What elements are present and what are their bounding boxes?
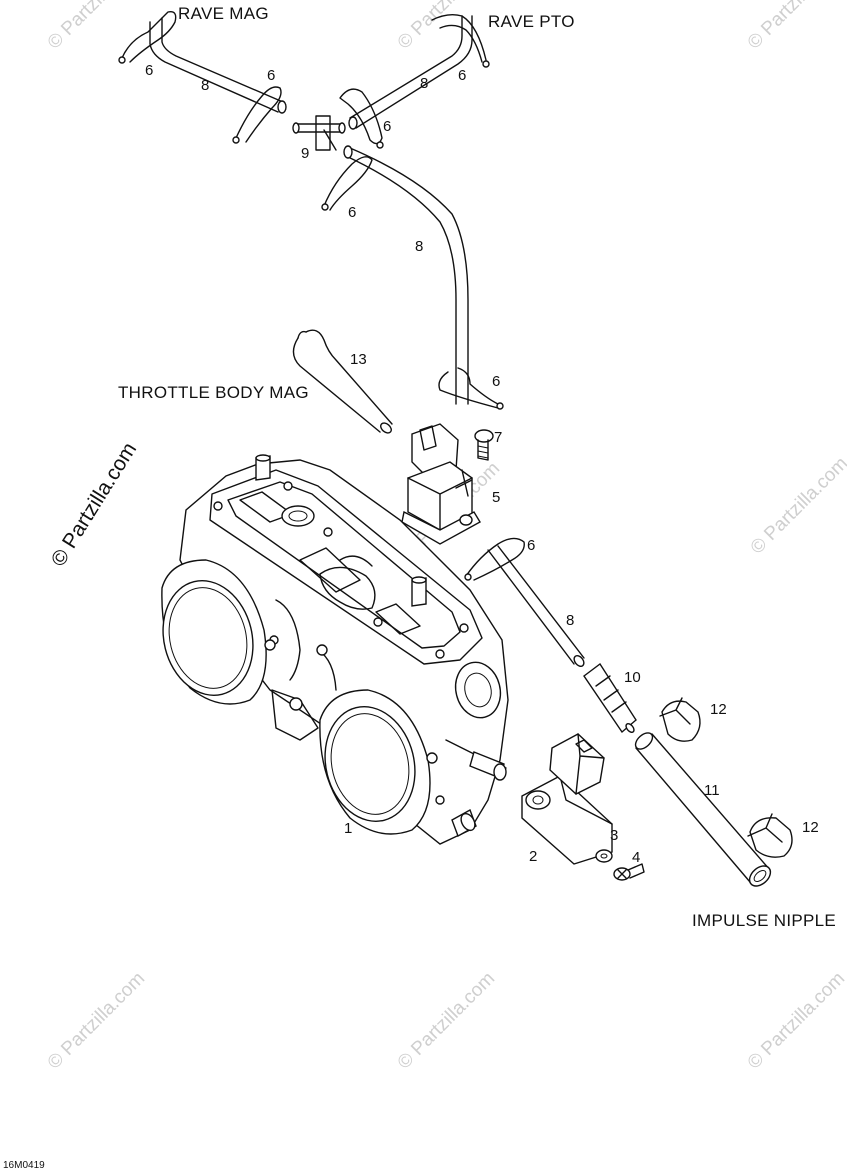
callout-number: 8 (201, 77, 209, 94)
hose-11 (634, 732, 772, 887)
washer (595, 849, 613, 863)
callout-number: 8 (566, 612, 574, 629)
hose-clamp-icon (431, 13, 487, 61)
callout-number: 6 (527, 537, 535, 554)
callout-number: 4 (632, 849, 640, 866)
callout-number: 6 (267, 67, 275, 84)
hose-end (343, 145, 353, 159)
clamp-tab-icon (118, 56, 126, 64)
solenoid-valve (401, 423, 481, 545)
callout-number: 8 (415, 238, 423, 255)
watermark: © Partzilla.com (44, 968, 149, 1073)
throttle-body (161, 454, 509, 845)
callout-number: 1 (344, 820, 352, 837)
callout-number: 6 (145, 62, 153, 79)
hose-clamp-icon (323, 156, 373, 211)
callout-number: 11 (704, 782, 720, 799)
callout-number: 12 (710, 701, 727, 718)
watermark: © Partzilla.com (394, 0, 499, 54)
rave-hose-assembly (118, 11, 504, 410)
labels: RAVE MAG RAVE PTO THROTTLE BODY MAG IMPU… (118, 4, 836, 930)
clamp-tab-icon (482, 60, 490, 68)
callout-number: 6 (348, 204, 356, 221)
tee-fitting-body (315, 115, 331, 151)
hose-impulse (464, 537, 585, 668)
watermark: © Partzilla.com (394, 968, 499, 1073)
restrictor-fitting (583, 662, 637, 734)
hose-throttle-body-mag (292, 329, 393, 434)
hose-clamp-icon (465, 537, 525, 581)
callout-number: 8 (420, 75, 428, 92)
hose-end (277, 100, 287, 114)
fitting-end (338, 122, 346, 134)
clamp-tab-icon (232, 136, 240, 144)
hose-end (380, 422, 392, 434)
clamp-tab-icon (376, 141, 384, 149)
callout-number: 6 (383, 118, 391, 135)
label-throttle-body-mag: THROTTLE BODY MAG (118, 383, 309, 402)
clamp-tab-icon (321, 203, 329, 211)
right-bore (324, 706, 416, 822)
watermark: © Partzilla.com (747, 453, 847, 558)
callout-number: 6 (458, 67, 466, 84)
hose-rave-mag-edge (161, 17, 284, 103)
callout-number: 9 (301, 145, 309, 162)
hose-rave-pto (349, 15, 463, 119)
callout-number: 12 (802, 819, 819, 836)
hose-clamp-icon (121, 11, 177, 63)
hose-clamp-lower (747, 813, 793, 858)
sensor-screw (613, 863, 645, 881)
callout-number: 13 (350, 351, 367, 368)
hose-rave-mag (149, 21, 279, 113)
tee-fitting (295, 123, 343, 133)
hose-clamp-icon (235, 86, 282, 143)
hose-clamp-icon (339, 88, 383, 145)
watermark: © Partzilla.com (44, 0, 149, 54)
callout-number: 2 (529, 848, 537, 865)
side-watermark: © Partzilla.com (47, 438, 141, 570)
hose-clamp-icon (457, 367, 499, 405)
hose-clamp-upper (659, 697, 701, 742)
callout-number: 10 (624, 669, 641, 686)
screw (474, 429, 494, 461)
label-impulse-nipple: IMPULSE NIPPLE (692, 911, 836, 930)
clamp-tab-icon (464, 573, 472, 581)
fitting-end (292, 122, 300, 134)
callout-number: 6 (492, 373, 500, 390)
hose-solenoid (345, 155, 457, 405)
callout-numbers: 6 8 6 8 6 6 9 6 8 13 6 7 5 6 8 10 12 11 … (145, 62, 819, 866)
hose-clamp-icon (438, 371, 499, 409)
clamp-tab-icon (496, 402, 504, 410)
hose-rave-pto-edge (355, 15, 473, 129)
label-rave-pto: RAVE PTO (488, 12, 575, 31)
throttle-position-sensor (521, 733, 613, 865)
callout-number: 7 (494, 429, 502, 446)
watermark: © Partzilla.com (744, 0, 847, 54)
hose-solenoid-edge (349, 147, 469, 405)
label-rave-mag: RAVE MAG (178, 4, 269, 23)
callout-number: 5 (492, 489, 500, 506)
figure-code: 16M0419 (3, 1160, 45, 1171)
hose-clamp-icon (439, 24, 483, 63)
tee-fitting-branch (323, 129, 337, 151)
hose-end (348, 116, 358, 130)
watermark: © Partzilla.com (744, 968, 847, 1073)
callout-number: 3 (610, 827, 618, 844)
left-bore (162, 580, 254, 696)
